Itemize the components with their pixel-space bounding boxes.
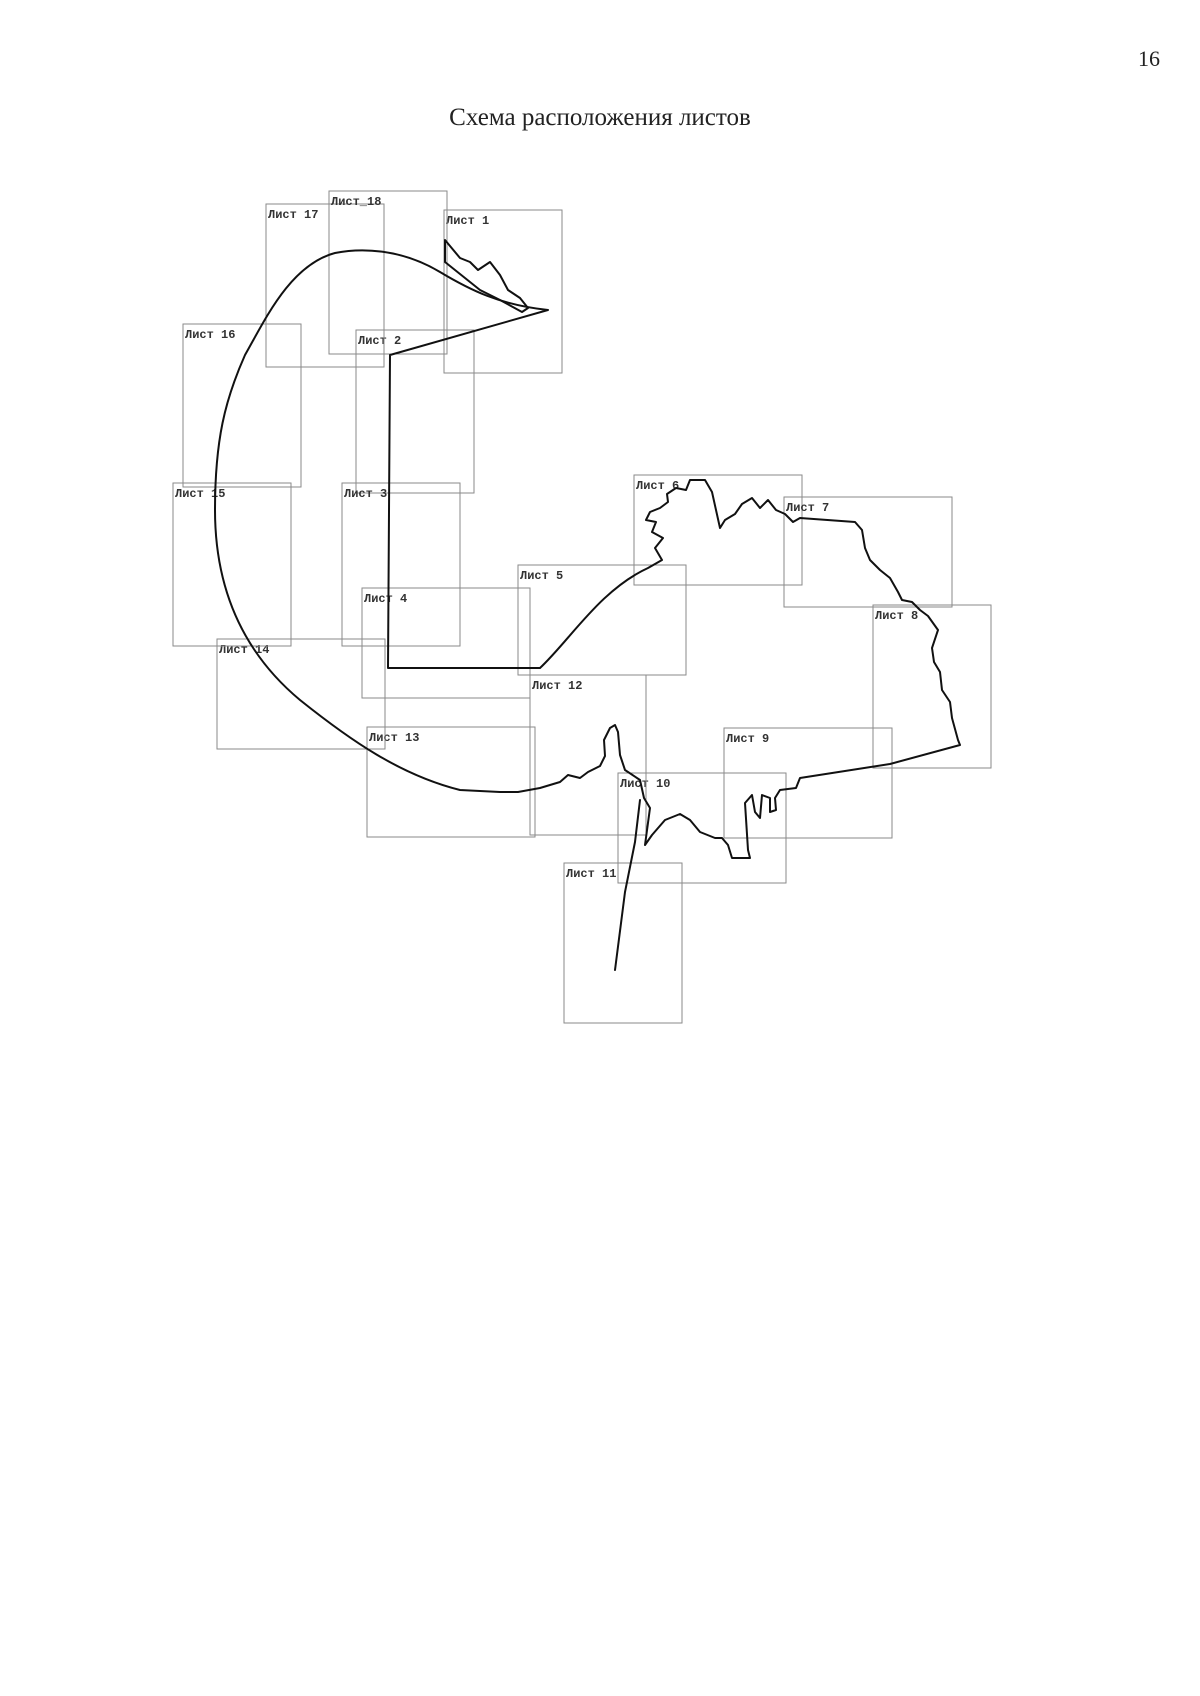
sheet-frame-9 bbox=[723, 727, 893, 839]
sheet-label-8: Лист 8 bbox=[875, 609, 918, 623]
sheet-frame-13 bbox=[366, 726, 536, 838]
page-title: Схема расположения листов bbox=[449, 104, 751, 131]
lake-outline bbox=[444, 239, 529, 313]
river-line bbox=[614, 799, 641, 971]
sheet-label-13: Лист 13 bbox=[369, 731, 419, 745]
sheet-label-18: Лист_18 bbox=[331, 195, 381, 209]
sheet-label-15: Лист 15 bbox=[175, 487, 225, 501]
sheet-frame-8 bbox=[872, 604, 992, 769]
sheet-frame-7 bbox=[783, 496, 953, 608]
sheet-label-2: Лист 2 bbox=[358, 334, 401, 348]
sheet-label-3: Лист 3 bbox=[344, 487, 387, 501]
sheet-frame-6 bbox=[633, 474, 803, 586]
sheet-label-10: Лист 10 bbox=[620, 777, 670, 791]
sheet-label-6: Лист 6 bbox=[636, 479, 679, 493]
sheet-label-1: Лист 1 bbox=[446, 214, 489, 228]
sheet-grid: Лист 1 Лист 2 Лист 3 Лист 4 Лист 5 Лист 6 Лист… bbox=[172, 190, 992, 1024]
sheet-frame-10 bbox=[617, 772, 787, 884]
sheet-frame-11 bbox=[563, 862, 683, 1024]
sheet-label-16: Лист 16 bbox=[185, 328, 235, 342]
sheet-frame-2 bbox=[355, 329, 475, 494]
sheet-frame-17 bbox=[265, 203, 385, 368]
sheet-frame-16 bbox=[182, 323, 302, 488]
page-number: 16 bbox=[1138, 46, 1160, 71]
sheet-frame-15 bbox=[172, 482, 292, 647]
sheet-label-9: Лист 9 bbox=[726, 732, 769, 746]
sheet-label-17: Лист 17 bbox=[268, 208, 318, 222]
territory-boundary bbox=[214, 249, 961, 859]
sheet-label-11: Лист 11 bbox=[566, 867, 616, 881]
sheet-layout-map: Лист 1 Лист 2 Лист 3 Лист 4 Лист 5 Лист 6 Лист… bbox=[172, 190, 992, 1024]
sheet-frame-12 bbox=[529, 674, 647, 836]
sheet-label-7: Лист 7 bbox=[786, 501, 829, 515]
sheet-frame-3 bbox=[341, 482, 461, 647]
sheet-frame-14 bbox=[216, 638, 386, 750]
sheet-label-12: Лист 12 bbox=[532, 679, 582, 693]
sheet-label-14: Лист 14 bbox=[219, 643, 269, 657]
sheet-frame-4 bbox=[361, 587, 531, 699]
sheet-label-5: Лист 5 bbox=[520, 569, 563, 583]
sheet-frame-1 bbox=[443, 209, 563, 374]
sheet-label-4: Лист 4 bbox=[364, 592, 407, 606]
sheet-frame-18 bbox=[328, 190, 448, 355]
